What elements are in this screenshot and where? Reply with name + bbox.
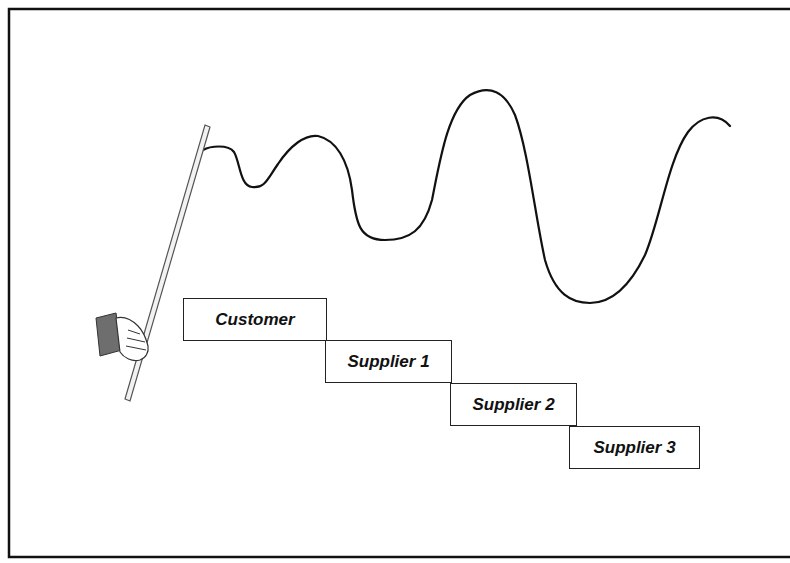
stage-box: Customer xyxy=(183,298,327,341)
hand-fingers xyxy=(126,330,146,350)
hand xyxy=(116,317,148,360)
stage-box: Supplier 3 xyxy=(569,426,700,469)
box-label: Supplier 3 xyxy=(593,438,675,458)
wave-curve xyxy=(203,90,730,303)
stage-box: Supplier 2 xyxy=(450,383,577,426)
box-label: Supplier 1 xyxy=(347,352,429,372)
box-label: Supplier 2 xyxy=(472,395,554,415)
frame-border xyxy=(9,9,790,557)
stage-box: Supplier 1 xyxy=(325,340,452,383)
box-label: Customer xyxy=(215,310,294,330)
